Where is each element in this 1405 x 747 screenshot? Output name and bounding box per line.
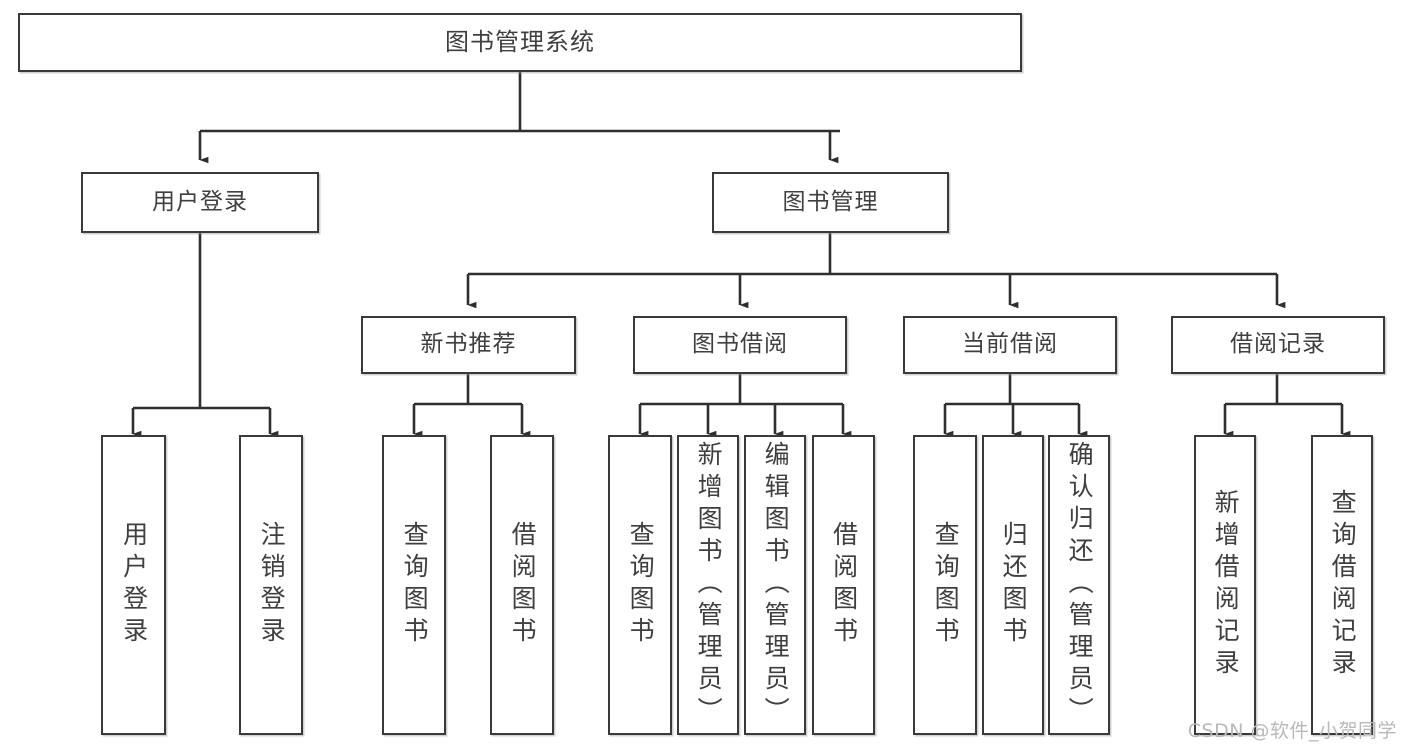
leaf-user-login-label: 用户登录 bbox=[119, 521, 149, 649]
node-current-borrow[interactable]: 当前借阅 bbox=[903, 316, 1117, 374]
leaf-logout[interactable]: 注销登录 bbox=[239, 435, 303, 735]
node-root-book-management-system[interactable]: 图书管理系统 bbox=[18, 13, 1022, 72]
leaf-borrow-book-borrow[interactable]: 借阅图书 bbox=[812, 435, 875, 735]
leaf-add-borrow-record-label: 新增借阅记录 bbox=[1211, 489, 1241, 681]
leaf-add-book-admin[interactable]: 新增图书（管理员） bbox=[677, 435, 739, 735]
leaf-return-book[interactable]: 归还图书 bbox=[982, 435, 1044, 735]
leaf-add-book-admin-label: 新增图书（管理员） bbox=[694, 441, 724, 729]
leaf-return-book-label: 归还图书 bbox=[999, 521, 1029, 649]
node-new-book-recommend[interactable]: 新书推荐 bbox=[361, 316, 576, 374]
leaf-user-login[interactable]: 用户登录 bbox=[101, 435, 166, 735]
node-book-borrow[interactable]: 图书借阅 bbox=[633, 316, 847, 374]
leaf-edit-book-admin[interactable]: 编辑图书（管理员） bbox=[744, 435, 806, 735]
leaf-query-book-newbook-label: 查询图书 bbox=[400, 521, 430, 649]
leaf-confirm-return-admin-label: 确认归还（管理员） bbox=[1065, 441, 1095, 729]
leaf-edit-book-admin-label: 编辑图书（管理员） bbox=[761, 441, 791, 729]
leaf-borrow-book-newbook-label: 借阅图书 bbox=[508, 521, 538, 649]
leaf-query-book-newbook[interactable]: 查询图书 bbox=[382, 435, 446, 735]
node-book-management[interactable]: 图书管理 bbox=[712, 172, 949, 233]
leaf-logout-label: 注销登录 bbox=[257, 521, 287, 649]
leaf-query-book-borrow[interactable]: 查询图书 bbox=[608, 435, 672, 735]
leaf-query-borrow-record-label: 查询借阅记录 bbox=[1328, 489, 1358, 681]
leaf-borrow-book-borrow-label: 借阅图书 bbox=[829, 521, 859, 649]
leaf-query-book-borrow-label: 查询图书 bbox=[626, 521, 656, 649]
node-borrow-record[interactable]: 借阅记录 bbox=[1171, 316, 1385, 374]
leaf-confirm-return-admin[interactable]: 确认归还（管理员） bbox=[1048, 435, 1110, 735]
leaf-query-book-current[interactable]: 查询图书 bbox=[913, 435, 977, 735]
watermark-text: CSDN @软件_小贺同学 bbox=[1187, 720, 1397, 742]
node-user-login[interactable]: 用户登录 bbox=[81, 172, 319, 233]
leaf-borrow-book-newbook[interactable]: 借阅图书 bbox=[490, 435, 554, 735]
leaf-query-borrow-record[interactable]: 查询借阅记录 bbox=[1311, 435, 1373, 735]
leaf-add-borrow-record[interactable]: 新增借阅记录 bbox=[1194, 435, 1256, 735]
leaf-query-book-current-label: 查询图书 bbox=[931, 521, 961, 649]
